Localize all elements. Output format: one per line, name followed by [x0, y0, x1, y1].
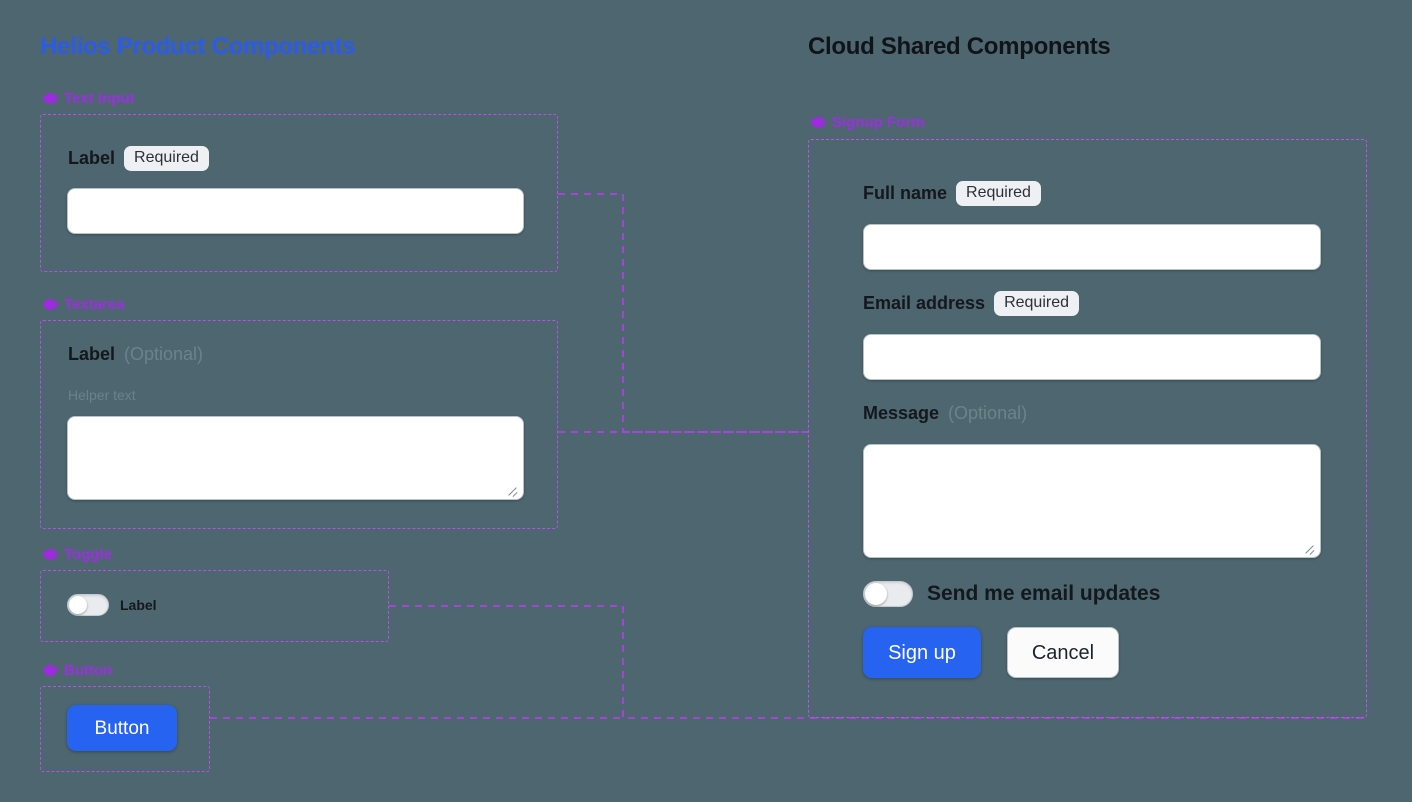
diamond-icon	[44, 548, 57, 561]
message-textarea[interactable]	[863, 444, 1321, 558]
connector-text-input	[558, 193, 808, 433]
textarea-label: Label	[68, 344, 116, 364]
resize-handle-icon[interactable]	[1303, 541, 1316, 554]
cancel-button[interactable]: Cancel	[1007, 627, 1119, 678]
textarea-helper-text: Helper text	[68, 387, 136, 403]
required-badge: Required	[956, 181, 1041, 206]
section-label: Text Input	[64, 90, 135, 107]
message-label-row: Message (Optional)	[863, 403, 1027, 424]
diamond-icon	[812, 116, 825, 129]
section-heading-button: Button	[44, 662, 112, 679]
section-heading-text-input: Text Input	[44, 90, 135, 107]
message-label: Message	[863, 403, 940, 423]
diamond-icon	[44, 92, 57, 105]
text-input-label-row: Label Required	[68, 146, 209, 171]
full-name-label: Full name	[863, 182, 948, 203]
card-textarea	[40, 320, 558, 529]
required-badge: Required	[994, 291, 1079, 316]
section-heading-toggle: Toggle	[44, 546, 112, 563]
message-optional-tag: (Optional)	[948, 403, 1028, 423]
toggle-control-row[interactable]: Label	[67, 594, 157, 616]
page-title-right: Cloud Shared Components	[808, 33, 1111, 60]
resize-handle-icon[interactable]	[506, 483, 519, 496]
textarea-optional-tag: (Optional)	[124, 344, 204, 364]
section-label: Textarea	[64, 296, 125, 313]
email-input[interactable]	[863, 334, 1321, 380]
email-updates-label: Send me email updates	[927, 582, 1161, 605]
email-label-row: Email address Required	[863, 291, 1079, 316]
required-badge: Required	[124, 146, 209, 171]
page-title-left: Helios Product Components	[40, 33, 356, 60]
card-button	[40, 686, 210, 772]
full-name-label-row: Full name Required	[863, 181, 1041, 206]
diamond-icon	[44, 664, 57, 677]
card-toggle	[40, 570, 389, 642]
diamond-icon	[44, 298, 57, 311]
text-input-field[interactable]	[67, 188, 524, 234]
textarea-label-row: Label (Optional)	[68, 344, 203, 365]
toggle-knob	[865, 583, 887, 605]
section-label: Toggle	[64, 546, 113, 563]
text-input-label: Label	[68, 147, 116, 168]
section-heading-textarea: Textarea	[44, 296, 125, 313]
section-label: Signup Form	[832, 114, 925, 131]
toggle-knob	[69, 596, 87, 614]
textarea-field[interactable]	[67, 416, 524, 500]
card-text-input	[40, 114, 558, 272]
sign-up-button[interactable]: Sign up	[863, 627, 981, 678]
section-heading-signup-form: Signup Form	[812, 114, 925, 131]
toggle-label: Label	[120, 597, 157, 613]
email-updates-toggle-row[interactable]: Send me email updates	[863, 581, 1160, 607]
full-name-input[interactable]	[863, 224, 1321, 270]
email-label: Email address	[863, 292, 986, 313]
toggle-switch[interactable]	[67, 594, 109, 616]
demo-button[interactable]: Button	[67, 705, 177, 751]
email-updates-switch[interactable]	[863, 581, 913, 607]
section-label: Button	[64, 662, 113, 679]
